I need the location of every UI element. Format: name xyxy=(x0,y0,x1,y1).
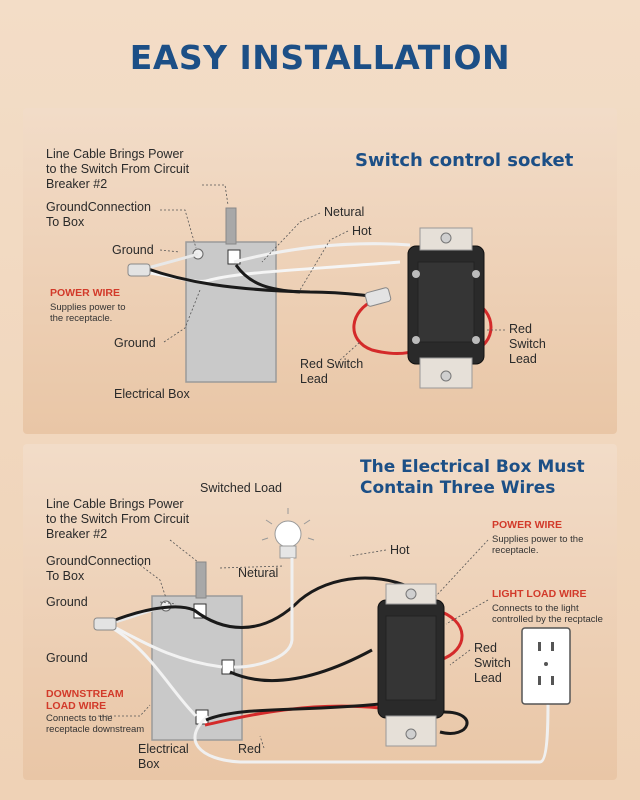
neutral-label-bottom: Netural xyxy=(238,566,279,580)
light-load-title: LIGHT LOAD WIRE xyxy=(492,588,587,600)
ground-label-top-1: Ground xyxy=(112,243,154,257)
light-bulb xyxy=(274,520,302,548)
wire-nut-top-right xyxy=(364,287,392,307)
hot-label-bottom: Hot xyxy=(390,543,410,557)
wire-nut-bottom xyxy=(93,617,117,631)
electrical-box-top xyxy=(185,241,277,383)
hot-label-top: Hot xyxy=(352,224,372,238)
neutral-wire-top xyxy=(233,242,411,264)
power-wire-title-bottom: POWER WIRE xyxy=(492,519,562,531)
switch-control-heading: Switch control socket xyxy=(355,150,574,171)
electrical-box-label-top: Electrical Box xyxy=(114,387,190,401)
power-wire-title-top: POWER WIRE xyxy=(50,287,120,299)
ground-label-bottom-2: Ground xyxy=(46,651,88,665)
switch-control-panel xyxy=(23,108,617,434)
neutral-wire-bottom xyxy=(233,558,294,669)
page-title: EASY INSTALLATION xyxy=(129,38,511,77)
neutral-label-top: Netural xyxy=(324,205,365,219)
switched-load-label: Switched Load xyxy=(200,481,283,495)
red-label-bottom: Red xyxy=(238,742,261,756)
wire-nut-top-left xyxy=(127,263,151,277)
ground-label-bottom-1: Ground xyxy=(46,595,88,609)
ground-label-top-2: Ground xyxy=(114,336,156,350)
